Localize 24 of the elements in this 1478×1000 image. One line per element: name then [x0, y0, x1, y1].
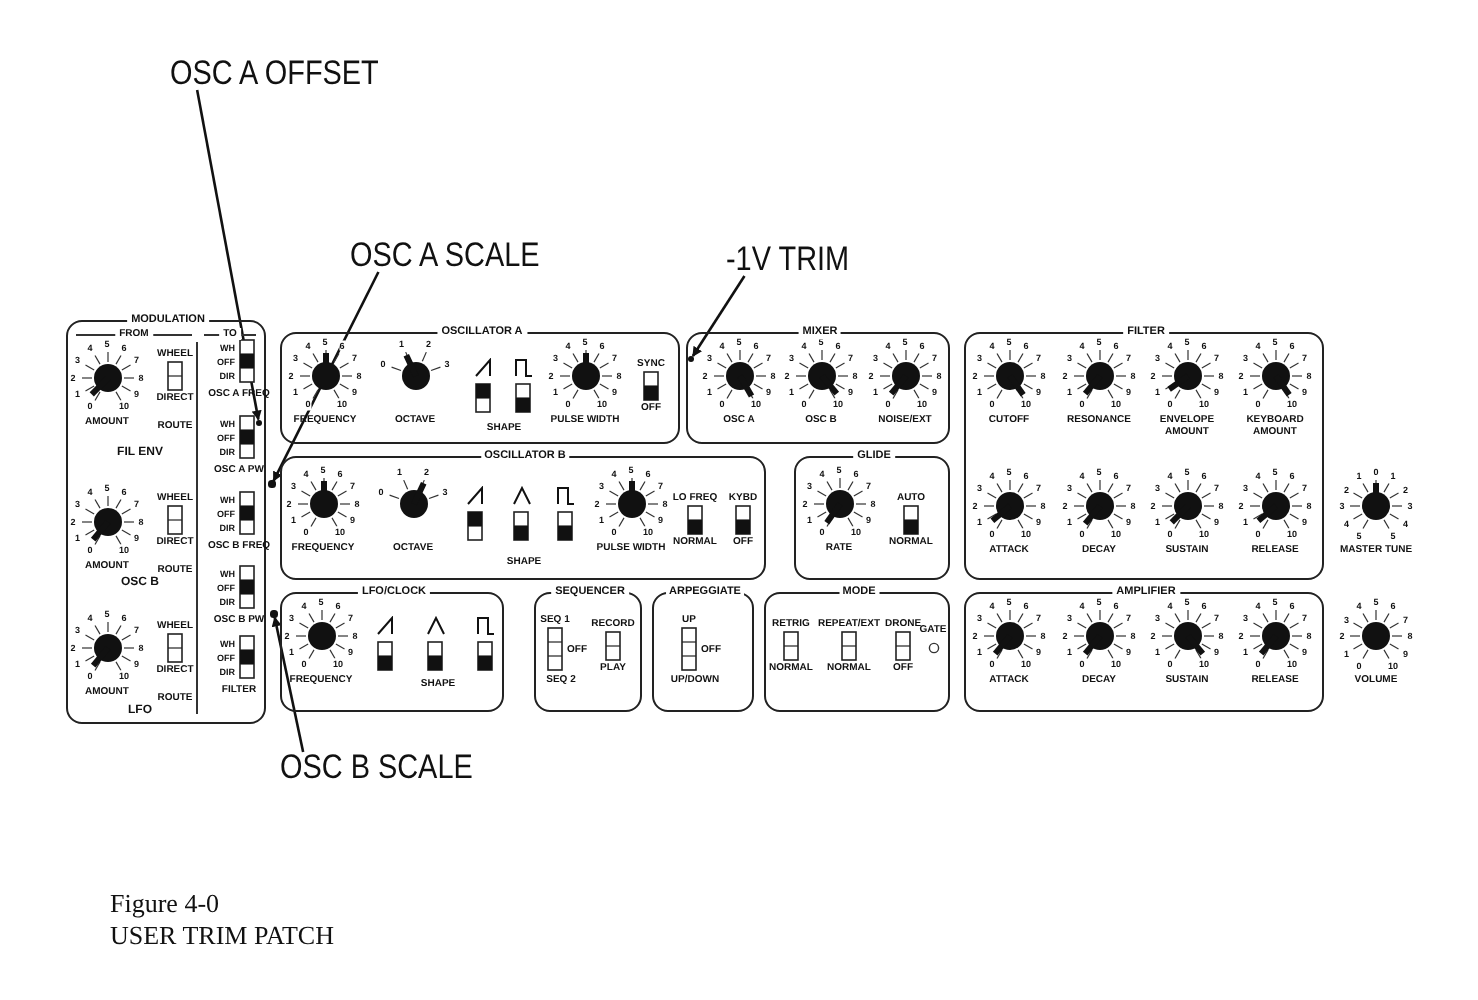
callout-text: OSC B SCALE [280, 748, 473, 788]
leader-line [272, 271, 380, 482]
panel-frame [964, 332, 1324, 580]
panel-frame [794, 456, 950, 580]
panel-frame [280, 456, 766, 580]
panel-frame [652, 592, 754, 712]
leader-line [195, 89, 262, 421]
trim-point [270, 610, 278, 618]
panel-frame [66, 320, 266, 724]
caption-text: Figure 4-0 [110, 890, 220, 918]
panel-frame [764, 592, 950, 712]
trim-point [255, 419, 263, 427]
callout-text: OSC A SCALE [350, 236, 540, 276]
trim-point [268, 480, 276, 488]
panel-frame [686, 332, 950, 444]
callout-text: OSC A OFFSET [170, 54, 379, 94]
panel-frame [280, 592, 504, 712]
trim-point [687, 355, 695, 363]
callout-text: -1V TRIM [726, 240, 850, 280]
panel-frame [964, 592, 1324, 712]
leader-line [271, 616, 305, 753]
panel-frame [280, 332, 680, 444]
caption-text: USER TRIM PATCH [110, 922, 334, 950]
leader-line [691, 275, 746, 357]
